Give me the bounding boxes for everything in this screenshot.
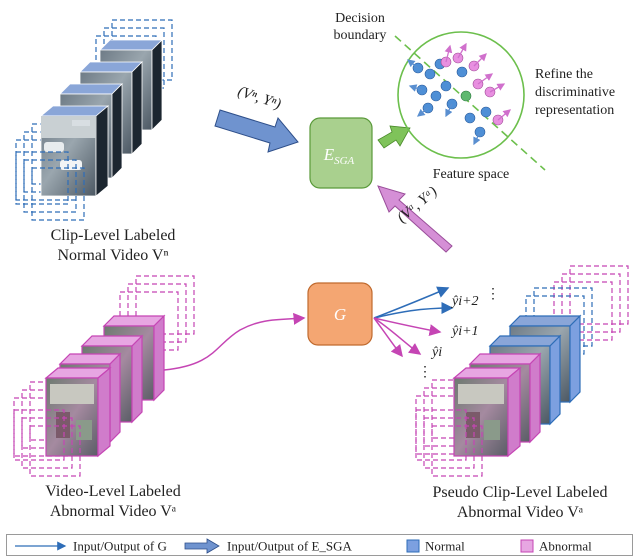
g-io-legend-text: Input/Output of G <box>73 539 167 554</box>
esga-to-feature-arrow <box>377 125 411 149</box>
g-module <box>307 282 373 346</box>
pseudo-video-stack <box>415 265 629 477</box>
pseudo-scene <box>458 384 504 440</box>
esga-sub: SGA <box>334 155 354 167</box>
yhat-i-label: ŷi <box>430 345 442 360</box>
pseudo-to-esga-arrow <box>377 185 453 253</box>
video-abnormal-label-1: Video-Level Labeled <box>45 483 180 500</box>
decision-label-1: Decision <box>335 11 385 26</box>
pseudo-label-2: Abnormal Video Vᵃ <box>457 504 584 521</box>
esga-io-legend-arrow <box>184 538 220 554</box>
normal-legend-text: Normal <box>425 539 465 554</box>
esga-label: ESGA <box>323 145 355 167</box>
feature-points <box>412 52 504 138</box>
yhat-i2-label: ŷi+2 <box>450 294 479 309</box>
abnormal-to-g-arrow <box>163 312 306 371</box>
feature-space-label: Feature space <box>433 167 510 182</box>
normal-video-stack <box>15 19 173 221</box>
legend-svg: Input/Output of G Input/Output of E_SGA … <box>15 538 592 554</box>
refine-label-2: discriminative <box>535 85 615 100</box>
normal-pair-label: (Vⁿ, Yⁿ) <box>236 84 283 113</box>
g-output-arrows <box>373 286 454 358</box>
clip-normal-label-1: Clip-Level Labeled <box>51 227 176 244</box>
feature-space <box>394 31 546 171</box>
normal-to-esga-arrow <box>214 109 299 153</box>
yhat-i2: ŷi+2 <box>450 294 479 309</box>
abnormal-legend-text: Abnormal <box>539 539 592 554</box>
refine-label-3: representation <box>535 103 614 118</box>
decision-label-2: boundary <box>334 28 387 43</box>
g-label: G <box>334 305 346 324</box>
esga-main: E <box>323 145 335 164</box>
decision-boundary-line <box>394 35 546 171</box>
diagram-canvas: Clip-Level Labeled Normal Video Vⁿ (Vⁿ, … <box>13 11 629 521</box>
dots-bottom: ⋮ <box>418 365 432 380</box>
abnormal-legend-swatch <box>520 539 534 553</box>
esga-module <box>309 117 373 189</box>
esga-io-legend-text: Input/Output of E_SGA <box>227 539 353 554</box>
clip-normal-text: Normal Video Vⁿ <box>57 247 168 264</box>
abnormal-video-stack <box>13 275 195 477</box>
legend-box: Input/Output of G Input/Output of E_SGA … <box>6 534 633 556</box>
clip-normal-label-2: Normal Video Vⁿ <box>57 247 168 264</box>
normal-legend-swatch <box>406 539 420 553</box>
video-abnormal-label-2: Abnormal Video Vᵃ <box>50 503 177 520</box>
dots-top: ⋮ <box>486 287 500 302</box>
refine-label-1: Refine the <box>535 67 593 82</box>
yhat-i1-label: ŷi+1 <box>450 324 479 339</box>
pseudo-label-1: Pseudo Clip-Level Labeled <box>432 484 607 501</box>
